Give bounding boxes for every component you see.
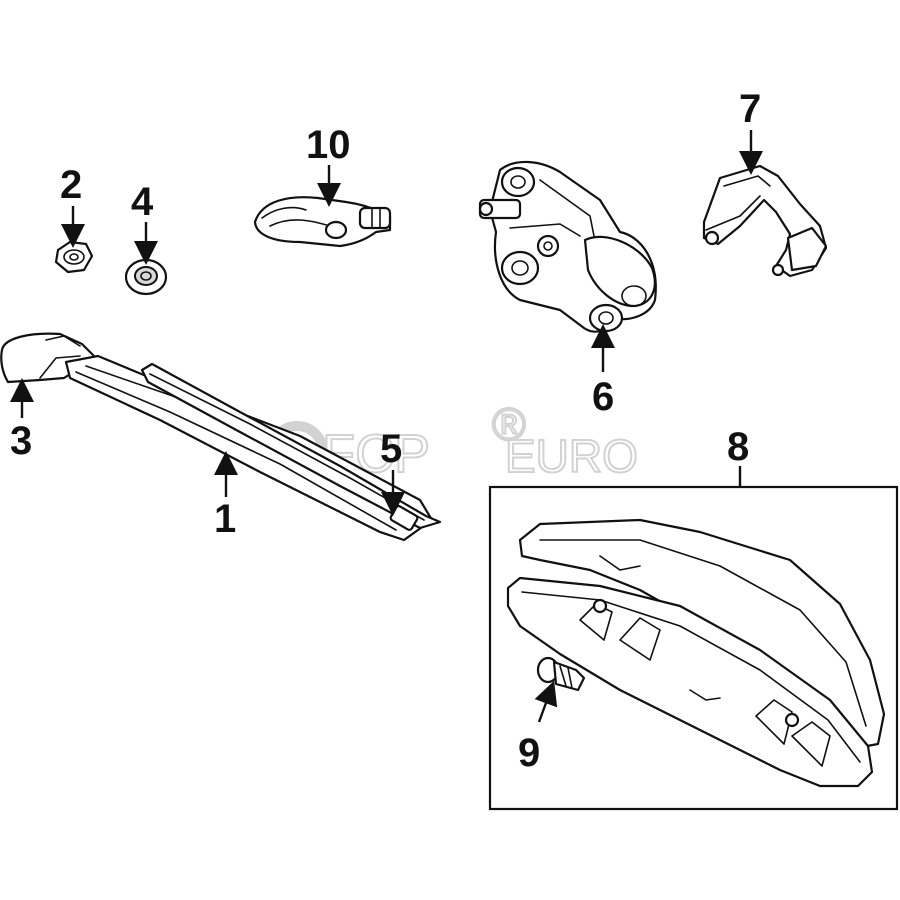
callout-9: 9 [518, 731, 540, 775]
callout-7: 7 [739, 87, 761, 131]
callout-1: 1 [214, 497, 236, 541]
part-8-trim-panel [506, 518, 886, 788]
callout-3: 3 [10, 419, 32, 463]
callout-labels: 2 4 10 7 3 1 5 6 8 9 [10, 87, 761, 775]
watermark-suffix: EURO [505, 430, 638, 482]
part-6-wiper-motor [478, 160, 657, 333]
callout-5: 5 [380, 427, 402, 471]
part-8-frame [488, 485, 899, 811]
part-4-grommet [124, 258, 168, 296]
callout-10: 10 [306, 123, 351, 167]
part-10-washer-nozzle [253, 196, 392, 248]
callout-4: 4 [131, 180, 154, 224]
watermark-registered: ® [492, 398, 526, 450]
callout-2: 2 [60, 163, 82, 207]
callout-8: 8 [727, 425, 749, 469]
part-2-nut [54, 240, 94, 274]
leader-9 [534, 680, 558, 723]
callout-6: 6 [592, 375, 614, 419]
leader-arrows [10, 130, 763, 723]
part-7-bracket [702, 164, 828, 278]
